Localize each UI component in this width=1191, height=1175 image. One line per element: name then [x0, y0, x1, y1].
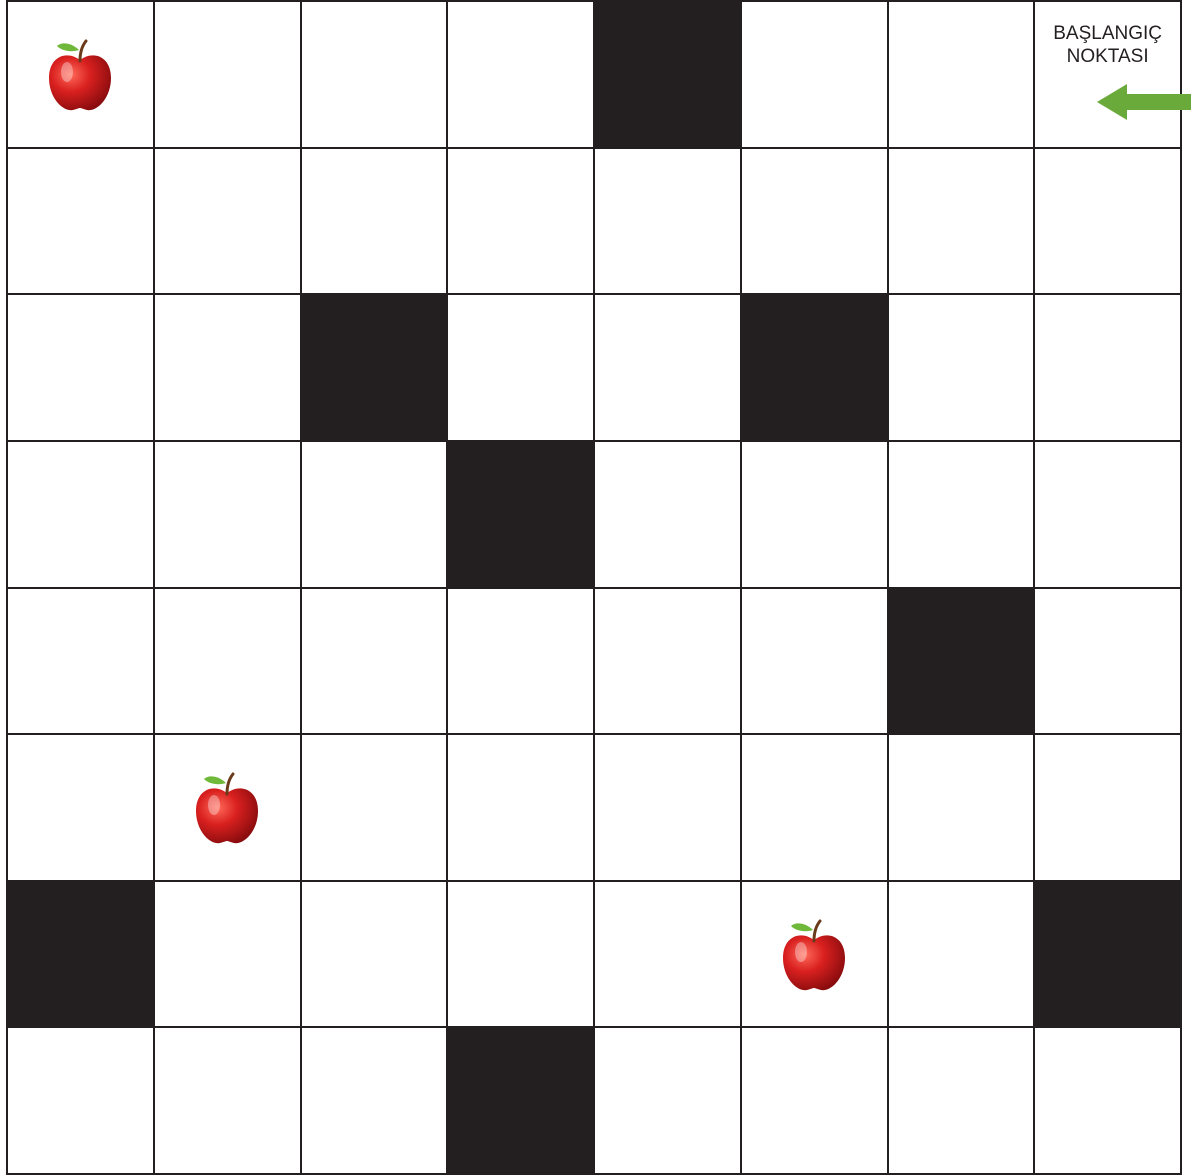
empty-cell [595, 882, 742, 1029]
empty-cell [742, 589, 889, 736]
empty-cell [1035, 295, 1182, 442]
wall-cell [302, 295, 449, 442]
empty-cell [448, 2, 595, 149]
empty-cell [595, 442, 742, 589]
empty-cell [889, 149, 1036, 296]
empty-cell [595, 149, 742, 296]
empty-cell [595, 735, 742, 882]
wall-cell [448, 1028, 595, 1175]
empty-cell [302, 735, 449, 882]
empty-cell [889, 882, 1036, 1029]
empty-cell [1035, 1028, 1182, 1175]
apple-cell [742, 882, 889, 1029]
empty-cell [889, 1028, 1036, 1175]
empty-cell [448, 589, 595, 736]
empty-cell [889, 442, 1036, 589]
empty-cell [742, 2, 889, 149]
wall-cell [742, 295, 889, 442]
empty-cell [1035, 589, 1182, 736]
arrow-left-icon [1097, 82, 1191, 122]
empty-cell [8, 589, 155, 736]
empty-cell [155, 1028, 302, 1175]
wall-cell [595, 2, 742, 149]
start-label-line1: BAŞLANGIÇ [1035, 22, 1180, 45]
empty-cell [302, 882, 449, 1029]
empty-cell [889, 2, 1036, 149]
empty-cell [302, 149, 449, 296]
wall-cell [889, 589, 1036, 736]
wall-cell [448, 442, 595, 589]
apple-cell [155, 735, 302, 882]
wall-cell [1035, 882, 1182, 1029]
empty-cell [1035, 149, 1182, 296]
empty-cell [302, 589, 449, 736]
empty-cell [302, 1028, 449, 1175]
empty-cell [155, 295, 302, 442]
empty-cell [595, 1028, 742, 1175]
empty-cell [302, 442, 449, 589]
empty-cell [155, 589, 302, 736]
empty-cell [448, 149, 595, 296]
empty-cell [448, 882, 595, 1029]
empty-cell [155, 2, 302, 149]
empty-cell [889, 735, 1036, 882]
wall-cell [8, 882, 155, 1029]
empty-cell [448, 295, 595, 442]
empty-cell [8, 735, 155, 882]
empty-cell [1035, 735, 1182, 882]
empty-cell [8, 442, 155, 589]
empty-cell [8, 295, 155, 442]
apple-icon [192, 767, 262, 847]
apple-cell [8, 2, 155, 149]
empty-cell [595, 589, 742, 736]
start-label-line2: NOKTASI [1035, 45, 1180, 68]
empty-cell [1035, 442, 1182, 589]
apple-icon [45, 34, 115, 114]
empty-cell [742, 735, 889, 882]
empty-cell [155, 442, 302, 589]
empty-cell [302, 2, 449, 149]
empty-cell [889, 295, 1036, 442]
empty-cell [448, 735, 595, 882]
empty-cell [742, 442, 889, 589]
empty-cell [595, 295, 742, 442]
empty-cell [155, 149, 302, 296]
empty-cell [155, 882, 302, 1029]
apple-icon [779, 914, 849, 994]
empty-cell [742, 149, 889, 296]
empty-cell [8, 1028, 155, 1175]
empty-cell [742, 1028, 889, 1175]
empty-cell [8, 149, 155, 296]
